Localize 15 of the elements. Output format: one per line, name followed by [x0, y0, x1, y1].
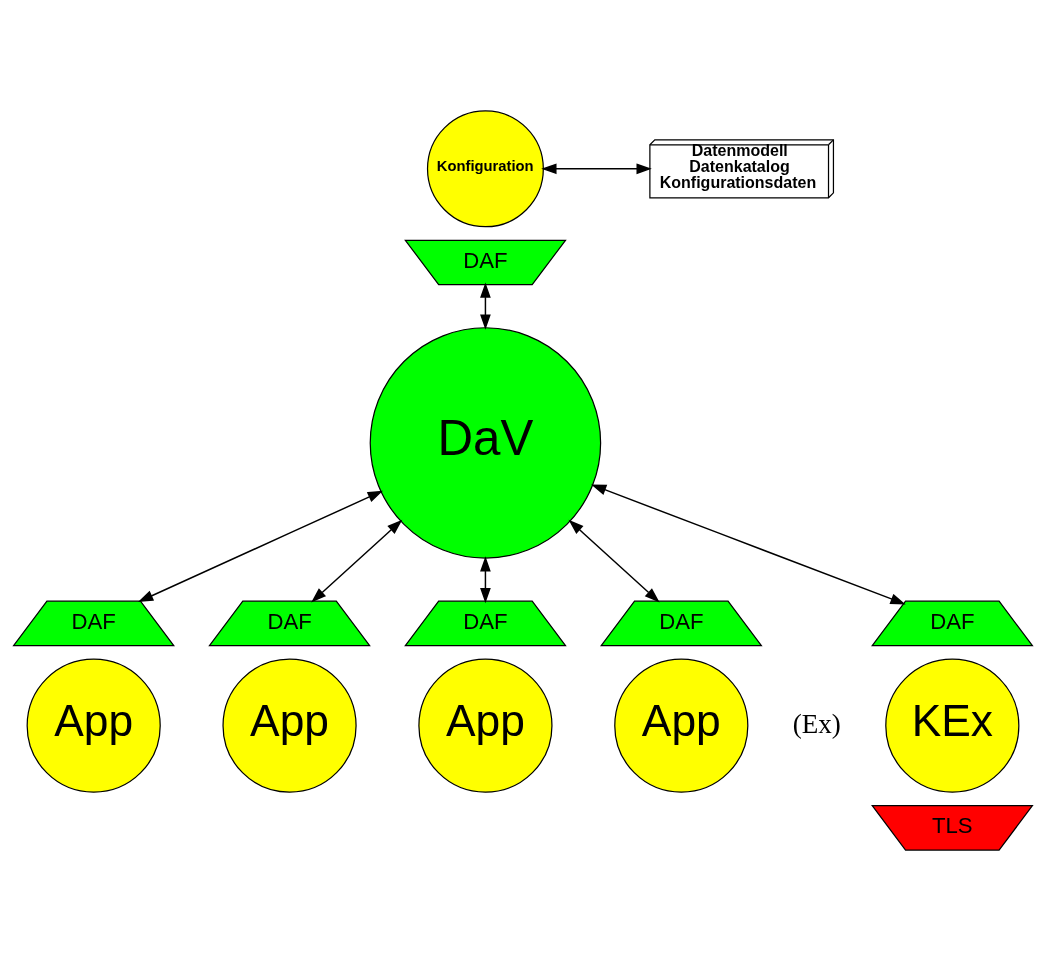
- arrow: [480, 282, 491, 330]
- arrow: [591, 483, 906, 604]
- arrow: [541, 162, 652, 174]
- arrow: [311, 519, 403, 603]
- node-circle: KEx: [885, 658, 1020, 793]
- arrow: [568, 519, 660, 603]
- arrow: [480, 555, 491, 603]
- node-circle: App: [418, 658, 553, 793]
- node-circle: DaV: [369, 326, 602, 559]
- node-circle: App: [222, 658, 357, 793]
- label: (Ex): [792, 708, 841, 739]
- node-circle: App: [26, 658, 161, 793]
- node-circle: App: [614, 658, 749, 793]
- arrow: [137, 490, 383, 602]
- node-circle: Konfiguration: [426, 109, 544, 227]
